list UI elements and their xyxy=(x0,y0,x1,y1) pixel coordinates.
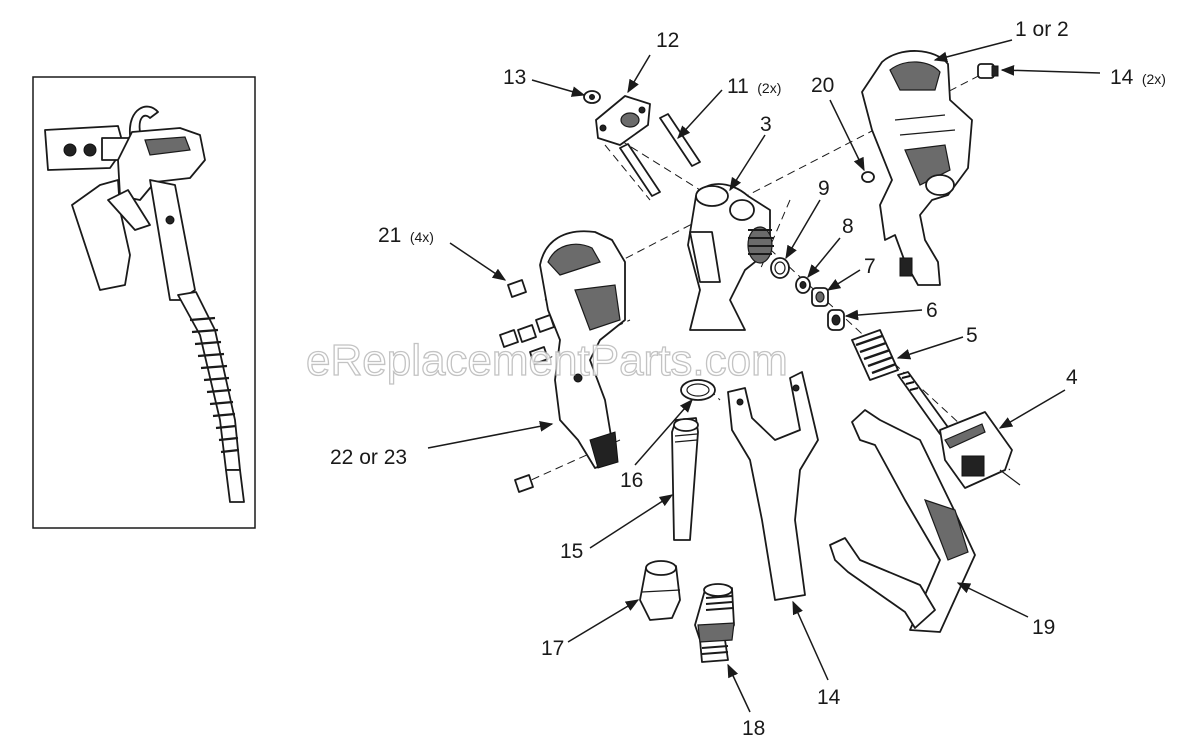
part-seat-8 xyxy=(795,276,811,294)
part-screw-14 xyxy=(977,63,999,79)
part-labels: 1 or 2 14 (2x) 12 13 11 (2x) 3 20 9 8 7 … xyxy=(330,18,1166,740)
label-21-4x: 21 (4x) xyxy=(378,224,434,247)
label-12: 12 xyxy=(656,29,679,52)
label-4: 4 xyxy=(1066,366,1078,389)
assembled-gun-inset xyxy=(32,76,256,529)
label-9: 9 xyxy=(818,177,830,200)
part-pins-11 xyxy=(619,113,701,197)
part-guard-19 xyxy=(829,409,976,633)
part-nut-13 xyxy=(583,90,601,104)
part-spring-5 xyxy=(851,329,951,435)
watermark: eReplacementParts.com xyxy=(306,336,788,385)
part-top-block-12 xyxy=(595,95,651,146)
part-body-3 xyxy=(687,183,774,331)
label-18: 18 xyxy=(742,717,765,740)
label-17: 17 xyxy=(541,637,564,660)
part-housing-right xyxy=(861,50,973,286)
label-22-or-23: 22 or 23 xyxy=(330,446,407,469)
part-trigger-14 xyxy=(727,371,819,601)
label-19: 19 xyxy=(1032,616,1055,639)
label-3: 3 xyxy=(760,113,772,136)
label-13: 13 xyxy=(503,66,526,89)
label-14-2x: 14 (2x) xyxy=(1110,66,1166,89)
part-fitting-17 xyxy=(639,560,681,621)
part-screws-21 xyxy=(499,279,555,493)
label-7: 7 xyxy=(864,255,876,278)
label-5: 5 xyxy=(966,324,978,347)
label-8: 8 xyxy=(842,215,854,238)
part-ring-16 xyxy=(680,379,716,401)
part-oring-9 xyxy=(770,257,790,279)
label-6: 6 xyxy=(926,299,938,322)
label-20: 20 xyxy=(811,74,834,97)
part-ball-6 xyxy=(827,309,845,331)
label-11-2x: 11 (2x) xyxy=(727,75,781,98)
label-1-or-2: 1 or 2 xyxy=(1015,18,1069,41)
part-fitting-18 xyxy=(694,583,735,663)
label-16: 16 xyxy=(620,469,643,492)
part-housing-left xyxy=(539,230,626,469)
label-15: 15 xyxy=(560,540,583,563)
part-washer-20 xyxy=(861,171,875,183)
part-housing-7 xyxy=(811,287,829,307)
label-14: 14 xyxy=(817,686,841,709)
part-nut-4 xyxy=(939,411,1021,489)
leader-arrows xyxy=(427,39,1101,713)
part-tube-15 xyxy=(671,417,699,541)
